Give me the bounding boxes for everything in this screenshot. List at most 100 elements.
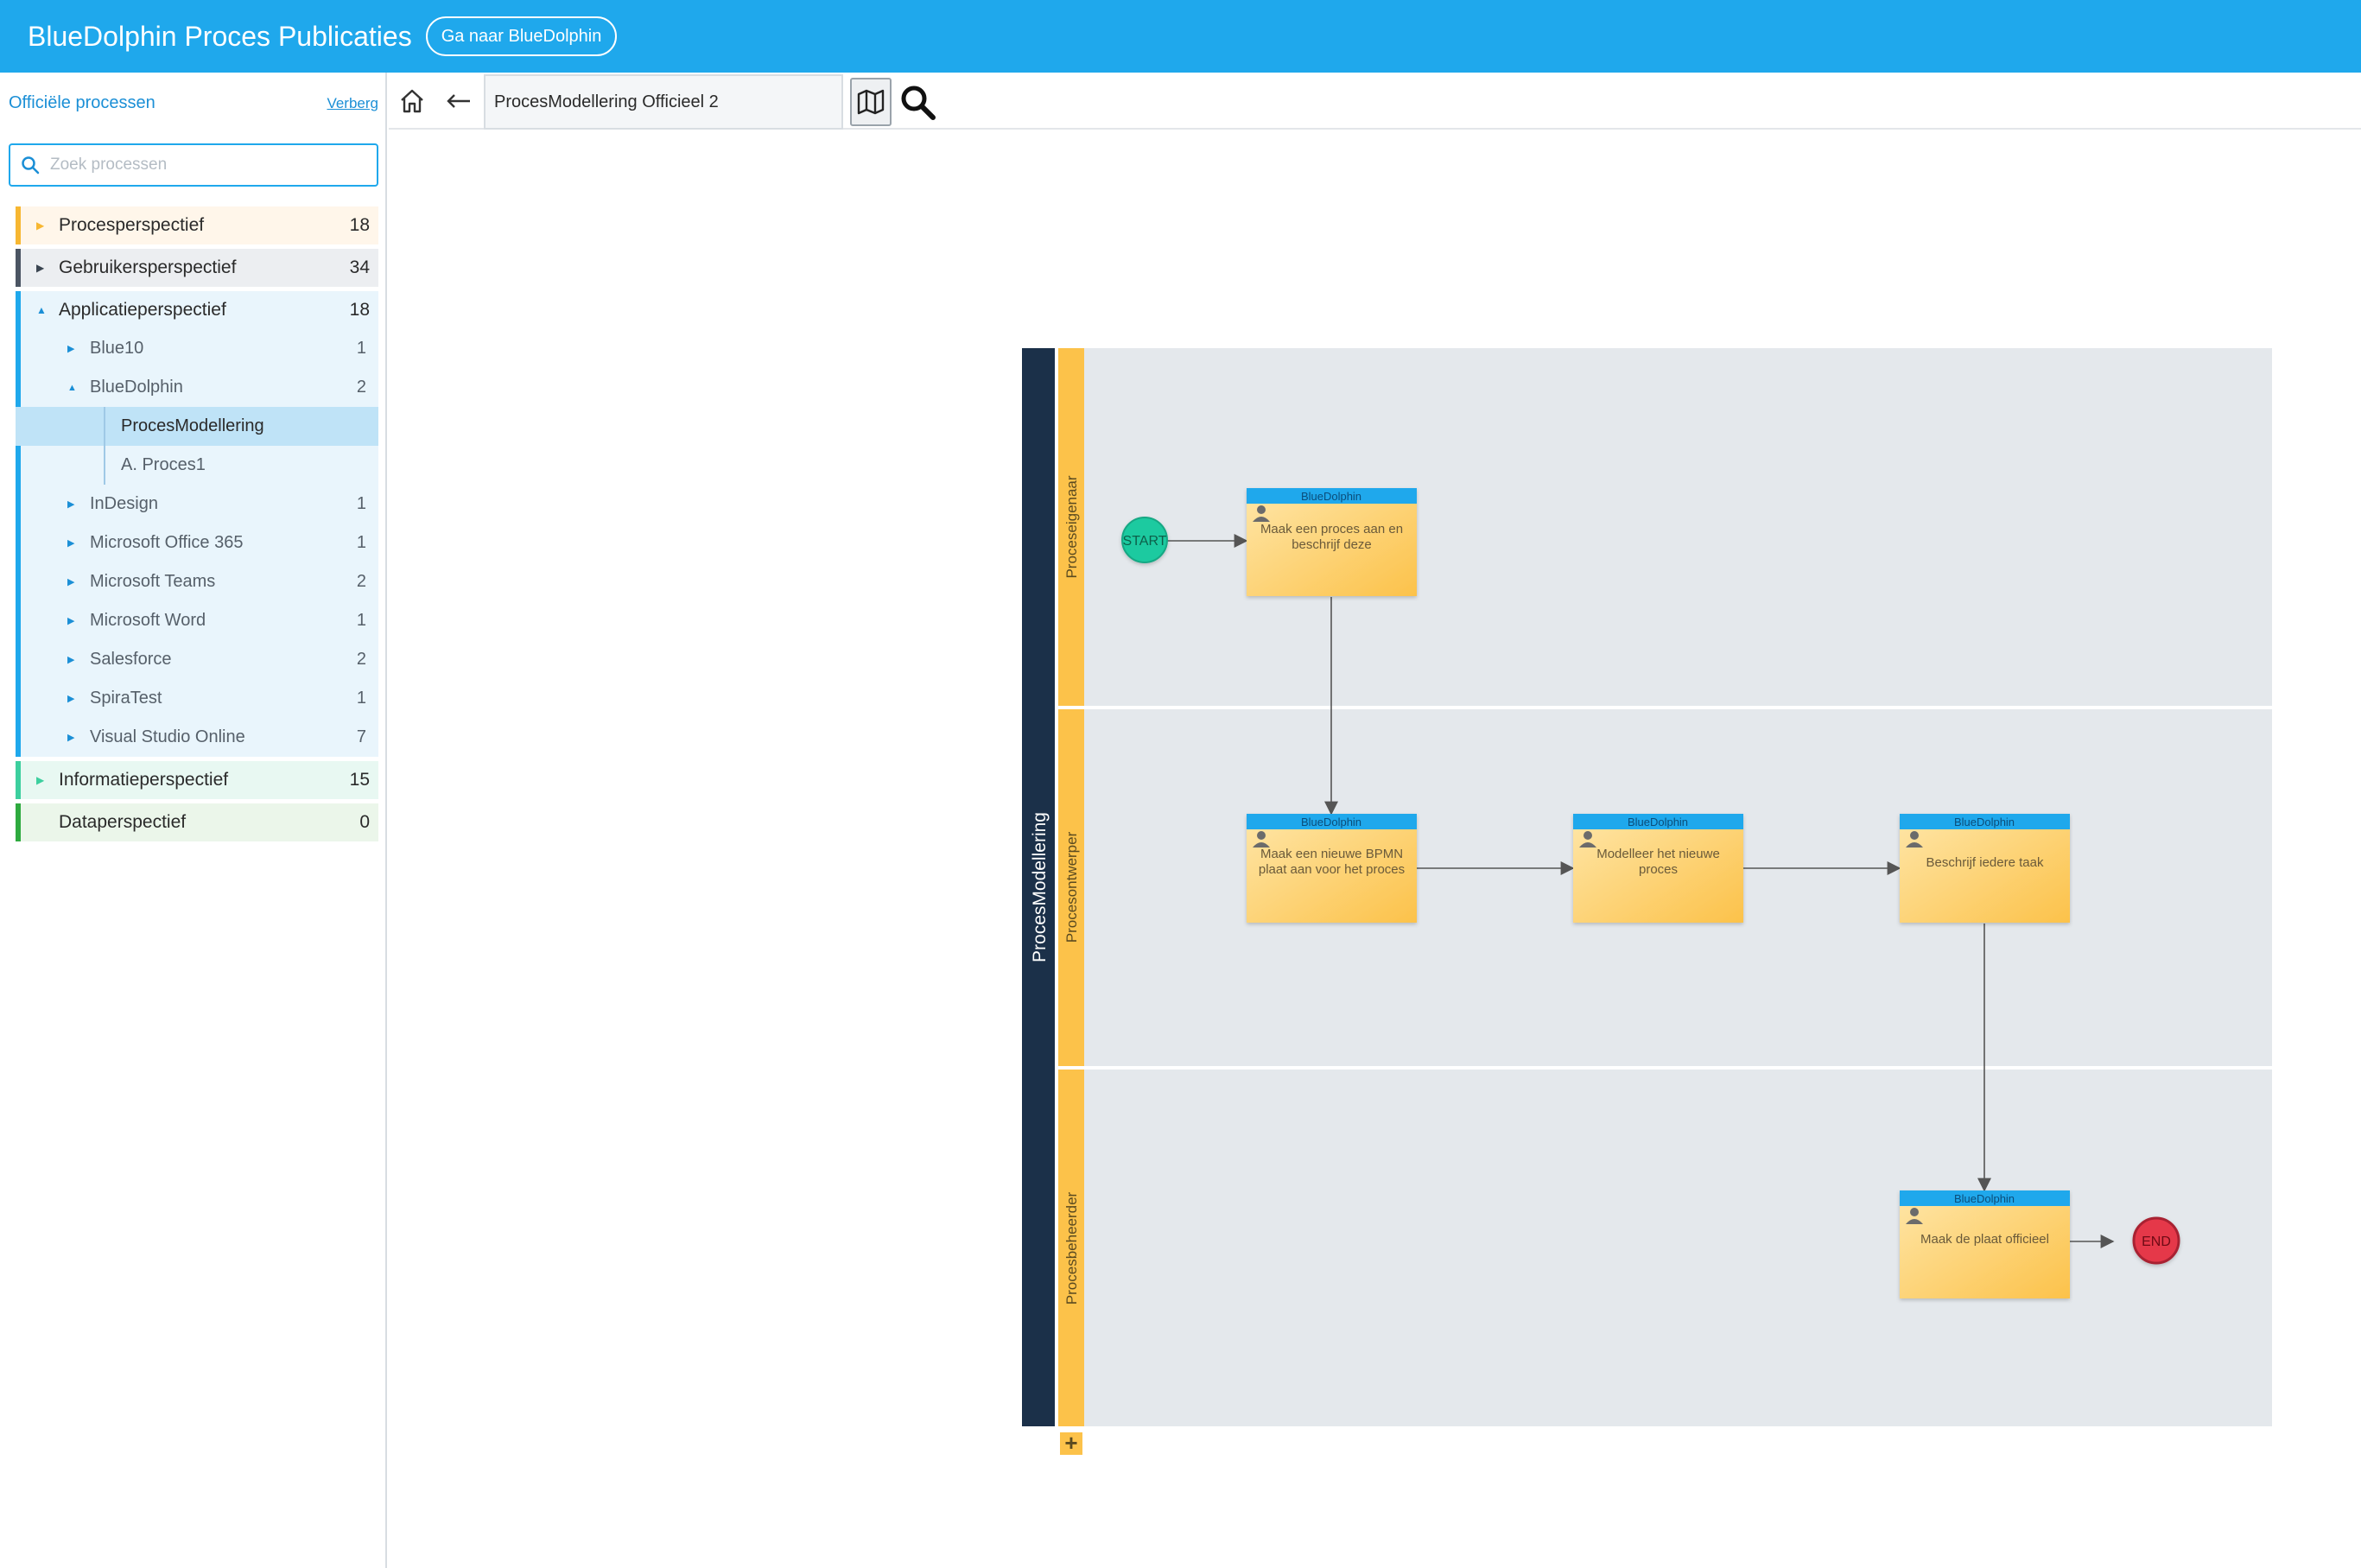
lane-body bbox=[1084, 1070, 2272, 1426]
category-applicatieperspectief-group: ▲ Applicatieperspectief 18 ▶ Blue10 1 ▲ … bbox=[16, 291, 378, 757]
user-icon bbox=[1906, 831, 1923, 847]
hide-sidebar-link[interactable]: Verberg bbox=[327, 95, 378, 111]
caret-right-icon: ▶ bbox=[67, 344, 75, 354]
caret-right-icon: ▶ bbox=[36, 219, 45, 232]
task-body bbox=[1900, 1190, 2070, 1298]
user-icon bbox=[1579, 831, 1596, 847]
bpmn-diagram: ProcesModellering Proceseigenaar Proceso… bbox=[1022, 348, 2272, 1456]
user-icon bbox=[1253, 505, 1270, 522]
category-informatieperspectief[interactable]: ▶ Informatieperspectief 15 bbox=[16, 761, 378, 799]
search-icon[interactable] bbox=[898, 83, 936, 121]
process-tree: ▶ Procesperspectief 18 ▶ Gebruikerspersp… bbox=[16, 206, 378, 846]
end-label: END bbox=[2142, 1235, 2171, 1249]
category-color-bar bbox=[16, 249, 21, 287]
app-count: 2 bbox=[356, 650, 366, 669]
category-color-bar bbox=[16, 291, 21, 757]
category-count: 15 bbox=[349, 770, 370, 790]
task-header-bar bbox=[1900, 1190, 2070, 1206]
search-icon bbox=[22, 156, 40, 175]
caret-right-icon: ▶ bbox=[36, 774, 45, 786]
task-4[interactable]: BlueDolphin Beschrijf iedere taak bbox=[1900, 814, 2070, 923]
app-item-microsoft-office-365[interactable]: ▶ Microsoft Office 365 1 bbox=[16, 524, 378, 562]
process-item-a-proces1[interactable]: A. Proces1 bbox=[16, 446, 378, 485]
home-icon[interactable] bbox=[397, 86, 427, 116]
category-dataperspectief[interactable]: Dataperspectief 0 bbox=[16, 803, 378, 841]
lane-label-bar bbox=[1058, 1070, 1084, 1426]
tree-line bbox=[104, 407, 105, 446]
category-label: Applicatieperspectief bbox=[59, 300, 226, 320]
category-color-bar bbox=[16, 803, 21, 841]
task-body bbox=[1900, 814, 2070, 923]
task-1[interactable]: BlueDolphin Maak een proces aan en besch… bbox=[1247, 488, 1417, 596]
task-header-label: BlueDolphin bbox=[1628, 816, 1688, 828]
lane-label: Procesontwerper bbox=[1063, 831, 1080, 943]
lane-label: Procesbeheerder bbox=[1063, 1191, 1080, 1305]
caret-right-icon: ▶ bbox=[67, 499, 75, 510]
lane-label-bar bbox=[1058, 709, 1084, 1066]
diagram-canvas: ProcesModellering Proceseigenaar Proceso… bbox=[389, 131, 2361, 1568]
task-header-label: BlueDolphin bbox=[1301, 490, 1361, 503]
app-item-salesforce[interactable]: ▶ Salesforce 2 bbox=[16, 640, 378, 679]
app-item-indesign[interactable]: ▶ InDesign 1 bbox=[16, 485, 378, 524]
search-input[interactable] bbox=[50, 156, 361, 175]
task-header-bar bbox=[1247, 814, 1417, 829]
process-label: ProcesModellering bbox=[121, 416, 264, 435]
user-icon bbox=[1906, 1208, 1923, 1224]
app-item-microsoft-teams[interactable]: ▶ Microsoft Teams 2 bbox=[16, 562, 378, 601]
task-5[interactable]: BlueDolphin Maak de plaat officieel bbox=[1900, 1190, 2070, 1298]
app-count: 2 bbox=[356, 378, 366, 397]
app-item-bluedolphin[interactable]: ▲ BlueDolphin 2 bbox=[16, 368, 378, 407]
caret-right-icon: ▶ bbox=[67, 733, 75, 743]
category-count: 18 bbox=[349, 215, 370, 235]
category-count: 18 bbox=[349, 300, 370, 320]
user-icon bbox=[1253, 831, 1270, 847]
category-color-bar bbox=[16, 206, 21, 244]
map-toggle-button[interactable] bbox=[850, 78, 892, 126]
app-item-blue10[interactable]: ▶ Blue10 1 bbox=[16, 329, 378, 368]
add-lane-button[interactable] bbox=[1060, 1432, 1082, 1455]
process-item-procesmodellering[interactable]: ProcesModellering bbox=[16, 407, 378, 446]
app-item-spiratest[interactable]: ▶ SpiraTest 1 bbox=[16, 679, 378, 718]
caret-right-icon: ▶ bbox=[67, 616, 75, 626]
caret-right-icon: ▶ bbox=[67, 538, 75, 549]
top-bar: BlueDolphin Proces Publicaties Ga naar B… bbox=[0, 0, 2361, 73]
process-label: A. Proces1 bbox=[121, 455, 206, 474]
lane-label-bar bbox=[1058, 348, 1084, 706]
tree-line bbox=[104, 446, 105, 485]
start-label: START bbox=[1123, 534, 1167, 549]
category-applicatieperspectief[interactable]: ▲ Applicatieperspectief 18 bbox=[16, 291, 378, 329]
task-header-label: BlueDolphin bbox=[1954, 816, 2015, 828]
goto-bluedolphin-button[interactable]: Ga naar BlueDolphin bbox=[425, 16, 618, 56]
app-count: 1 bbox=[356, 494, 366, 513]
task-2[interactable]: BlueDolphin Maak een nieuwe BPMN plaat a… bbox=[1247, 814, 1417, 923]
task-header-bar bbox=[1573, 814, 1743, 829]
task-3[interactable]: BlueDolphin Modelleer het nieuwe proces bbox=[1573, 814, 1743, 923]
task-header-bar bbox=[1900, 814, 2070, 829]
map-icon bbox=[857, 89, 885, 115]
app-count: 7 bbox=[356, 727, 366, 746]
start-event[interactable]: START bbox=[1121, 517, 1168, 563]
end-event[interactable]: END bbox=[2132, 1216, 2180, 1265]
task-body bbox=[1247, 488, 1417, 596]
search-box[interactable] bbox=[9, 143, 378, 187]
category-label: Informatieperspectief bbox=[59, 770, 229, 790]
app-label: Microsoft Office 365 bbox=[90, 533, 244, 552]
task-title: Maak een nieuwe BPMN plaat aan voor het … bbox=[1258, 847, 1406, 877]
task-title: Beschrijf iedere taak bbox=[1926, 855, 2044, 870]
category-count: 34 bbox=[349, 257, 370, 277]
app-label: Salesforce bbox=[90, 650, 172, 669]
task-title: Modelleer het nieuwe proces bbox=[1596, 847, 1720, 877]
app-label: InDesign bbox=[90, 494, 158, 513]
back-arrow-icon[interactable] bbox=[444, 86, 473, 116]
sidebar-title: Officiële processen bbox=[9, 93, 155, 112]
category-gebruikersperspectief[interactable]: ▶ Gebruikersperspectief 34 bbox=[16, 249, 378, 287]
app-count: 1 bbox=[356, 533, 366, 552]
add-lane-symbol: + bbox=[1064, 1430, 1077, 1456]
app-item-visual-studio-online[interactable]: ▶ Visual Studio Online 7 bbox=[16, 718, 378, 757]
category-color-bar bbox=[16, 761, 21, 799]
category-procesperspectief[interactable]: ▶ Procesperspectief 18 bbox=[16, 206, 378, 244]
task-header-label: BlueDolphin bbox=[1954, 1192, 2015, 1205]
app-label: Visual Studio Online bbox=[90, 727, 245, 746]
app-item-microsoft-word[interactable]: ▶ Microsoft Word 1 bbox=[16, 601, 378, 640]
app-label: Microsoft Word bbox=[90, 611, 206, 630]
